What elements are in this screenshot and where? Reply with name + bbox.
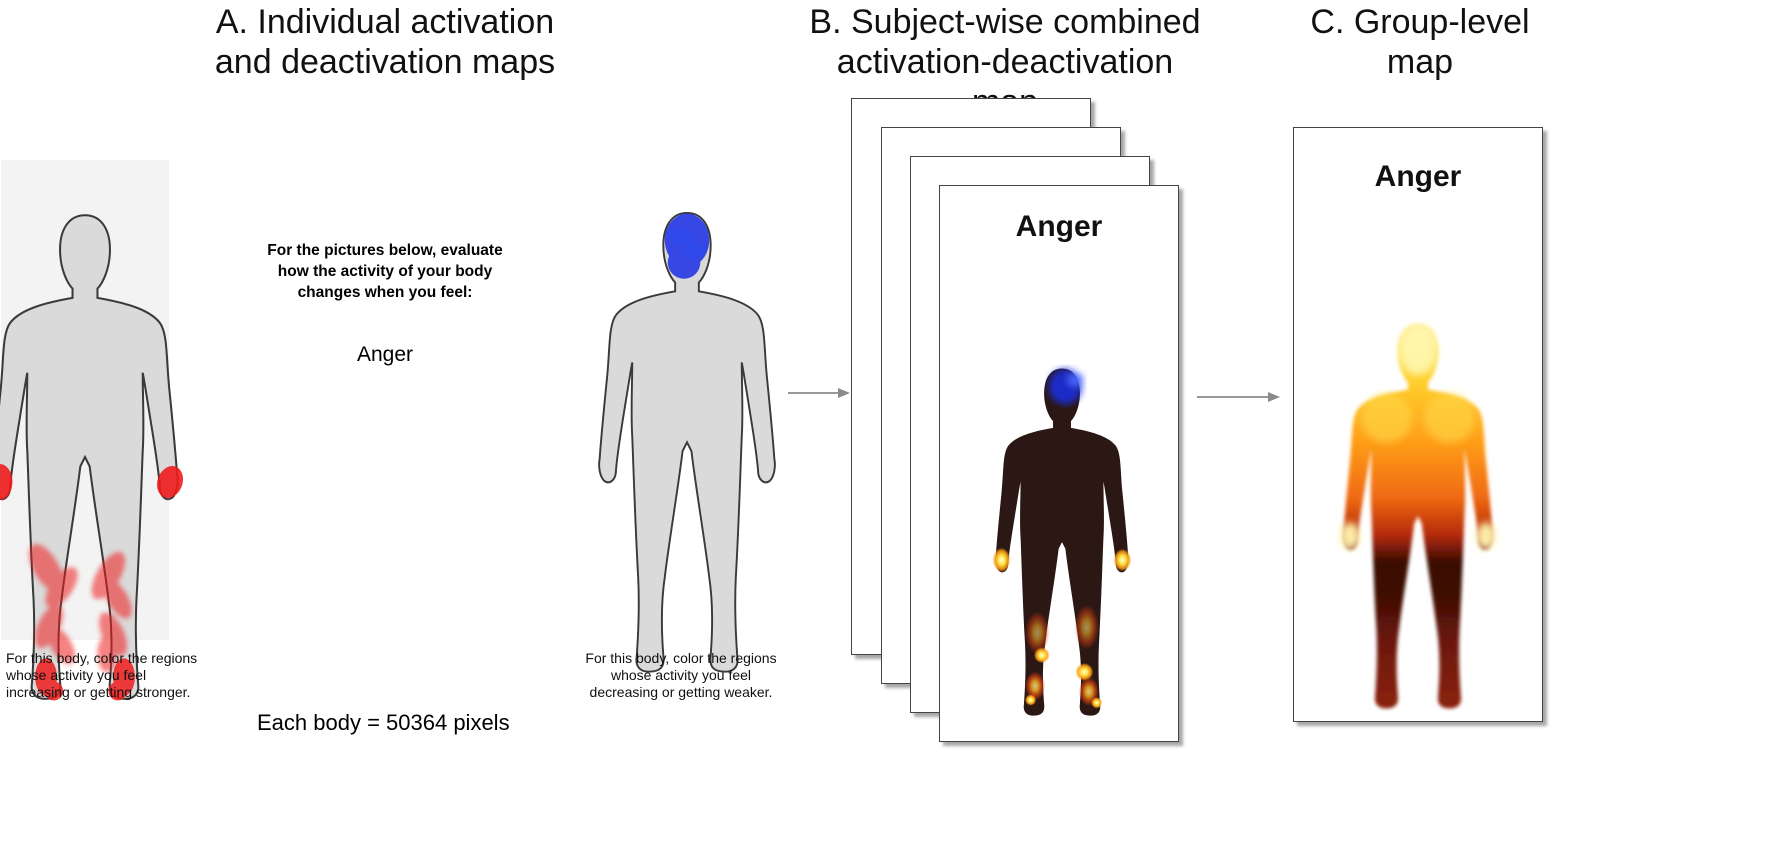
combined-body-silhouette	[995, 368, 1129, 716]
instruction-line1: For the pictures below, evaluate	[267, 242, 503, 259]
combined-map-figure	[992, 368, 1132, 716]
title-a-line1: A. Individual activation	[215, 3, 555, 41]
deactivation-body-figure	[598, 211, 776, 673]
group-map-title: Anger	[1374, 160, 1462, 193]
combined-activation-blobs	[992, 547, 1132, 709]
activation-caption-line1: For this body, color the regions	[6, 650, 198, 666]
instruction-text: For the pictures below, evaluate how the…	[240, 240, 530, 303]
title-c: C. Group-level map	[1290, 2, 1550, 82]
group-hotspots	[1339, 325, 1497, 550]
activation-body-figure	[0, 160, 184, 701]
group-body-heatmap	[1343, 323, 1493, 709]
combined-deactivation-blob	[1048, 368, 1084, 405]
activation-leg-strokes	[28, 544, 132, 673]
deactivation-caption-line2: whose activity you feel	[610, 667, 752, 683]
activation-strokes	[0, 464, 184, 500]
combined-map-title: Anger	[1015, 210, 1103, 243]
activation-caption: For this body, color the regions whose a…	[6, 650, 236, 701]
deactivation-caption: For this body, color the regions whose a…	[566, 650, 796, 701]
instruction-line2: how the activity of your body	[277, 263, 493, 280]
instruction-line3: changes when you feel:	[297, 284, 473, 301]
activation-caption-line3: increasing or getting stronger.	[6, 684, 191, 700]
title-a: A. Individual activation and deactivatio…	[200, 2, 570, 82]
group-map-card: Anger	[1293, 127, 1543, 722]
title-a-line2: and deactivation maps	[214, 43, 556, 81]
group-map-figure	[1339, 323, 1497, 709]
activation-feet	[35, 658, 135, 701]
title-c-line1: C. Group-level	[1310, 3, 1530, 41]
combined-map-card: Anger	[939, 185, 1179, 742]
activation-caption-line2: whose activity you feel	[6, 667, 147, 683]
title-b-line1: B. Subject-wise combined	[809, 3, 1201, 41]
title-c-line2: map	[1386, 43, 1454, 81]
emotion-label: Anger	[357, 343, 414, 366]
deactivation-caption-line3: decreasing or getting weaker.	[589, 684, 773, 700]
pixel-count-note: Each body = 50364 pixels	[257, 710, 510, 735]
deactivation-caption-line1: For this body, color the regions	[585, 650, 777, 666]
